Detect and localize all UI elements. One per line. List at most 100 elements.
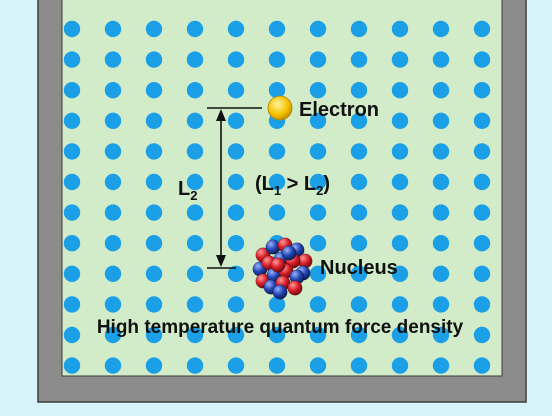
caption: High temperature quantum force density — [97, 317, 464, 338]
density-dot — [432, 265, 450, 282]
electron-particle-icon — [267, 95, 293, 121]
density-dot — [309, 235, 327, 252]
density-dot — [268, 143, 286, 160]
density-dot — [227, 20, 245, 38]
distance-label-subscript: 2 — [190, 188, 197, 203]
density-dot — [350, 20, 368, 38]
density-dot — [432, 173, 450, 191]
density-dot — [227, 265, 245, 282]
density-dot — [391, 204, 409, 221]
density-dot — [432, 143, 450, 160]
density-dot — [186, 51, 204, 68]
density-dot — [145, 235, 163, 252]
relation-label: (L1 > L2) — [255, 173, 330, 198]
density-dot — [473, 296, 491, 313]
density-dot — [432, 82, 450, 99]
density-dot — [104, 143, 122, 160]
density-dot — [391, 112, 409, 129]
density-dot — [309, 173, 327, 191]
density-dot — [350, 326, 368, 344]
density-dot — [309, 204, 327, 221]
relation-subscript-2: 2 — [316, 183, 323, 198]
electron: Electron — [267, 95, 379, 121]
density-dot — [227, 51, 245, 68]
density-dot — [473, 112, 491, 129]
relation-subscript-1: 1 — [274, 183, 281, 198]
density-dot — [145, 173, 163, 191]
density-dot — [63, 357, 81, 374]
density-dot — [432, 326, 450, 344]
density-dot — [391, 235, 409, 252]
density-dot — [145, 51, 163, 68]
distance-label-main: L — [178, 178, 190, 200]
relation-mid: > L — [281, 173, 316, 195]
density-dot — [473, 235, 491, 252]
arrow-head-down-icon — [216, 255, 226, 267]
density-dot — [63, 20, 81, 38]
density-dot — [432, 357, 450, 374]
density-dot — [309, 51, 327, 68]
density-dot — [63, 173, 81, 191]
density-lattice — [63, 20, 491, 374]
density-dot — [63, 51, 81, 68]
density-dot — [350, 173, 368, 191]
density-dot — [268, 326, 286, 344]
density-dot — [268, 357, 286, 374]
density-dot — [63, 112, 81, 129]
density-dot — [104, 296, 122, 313]
density-dot — [186, 326, 204, 344]
density-dot — [391, 20, 409, 38]
neutron-icon — [281, 245, 297, 261]
density-dot — [145, 357, 163, 374]
density-dot — [268, 51, 286, 68]
density-dot — [309, 143, 327, 160]
density-dot — [473, 82, 491, 99]
density-dot — [432, 296, 450, 313]
density-dot — [104, 235, 122, 252]
density-dot — [350, 112, 368, 129]
density-dot — [145, 296, 163, 313]
density-dot — [227, 112, 245, 129]
density-dot — [227, 296, 245, 313]
proton-icon — [270, 257, 286, 273]
density-dot — [350, 235, 368, 252]
density-dot — [473, 326, 491, 344]
density-dot — [145, 82, 163, 99]
density-dot — [391, 326, 409, 344]
neutron-icon — [272, 284, 288, 300]
density-dot — [186, 20, 204, 38]
density-dot — [63, 326, 81, 344]
density-dot — [227, 82, 245, 99]
density-dot — [350, 296, 368, 313]
density-dot — [145, 112, 163, 129]
density-dot — [63, 296, 81, 313]
density-dot — [473, 204, 491, 221]
density-dot — [473, 265, 491, 282]
nucleus-cluster-icon — [252, 237, 313, 300]
density-dot — [104, 20, 122, 38]
density-dot — [186, 204, 204, 221]
density-dot — [350, 82, 368, 99]
density-dot — [268, 20, 286, 38]
density-dot — [63, 265, 81, 282]
density-dot — [391, 143, 409, 160]
density-dot — [104, 173, 122, 191]
density-dot — [186, 112, 204, 129]
density-dot — [391, 265, 409, 282]
density-dot — [63, 204, 81, 221]
density-dot — [473, 20, 491, 38]
density-dot — [391, 51, 409, 68]
density-dot — [227, 173, 245, 191]
density-dot — [391, 357, 409, 374]
density-dot — [63, 235, 81, 252]
density-dot — [309, 265, 327, 282]
density-dot — [391, 82, 409, 99]
density-dot — [186, 173, 204, 191]
density-dot — [145, 143, 163, 160]
density-dot — [63, 143, 81, 160]
density-dot — [432, 204, 450, 221]
density-dot — [350, 204, 368, 221]
density-dot — [473, 173, 491, 191]
density-dot — [104, 357, 122, 374]
